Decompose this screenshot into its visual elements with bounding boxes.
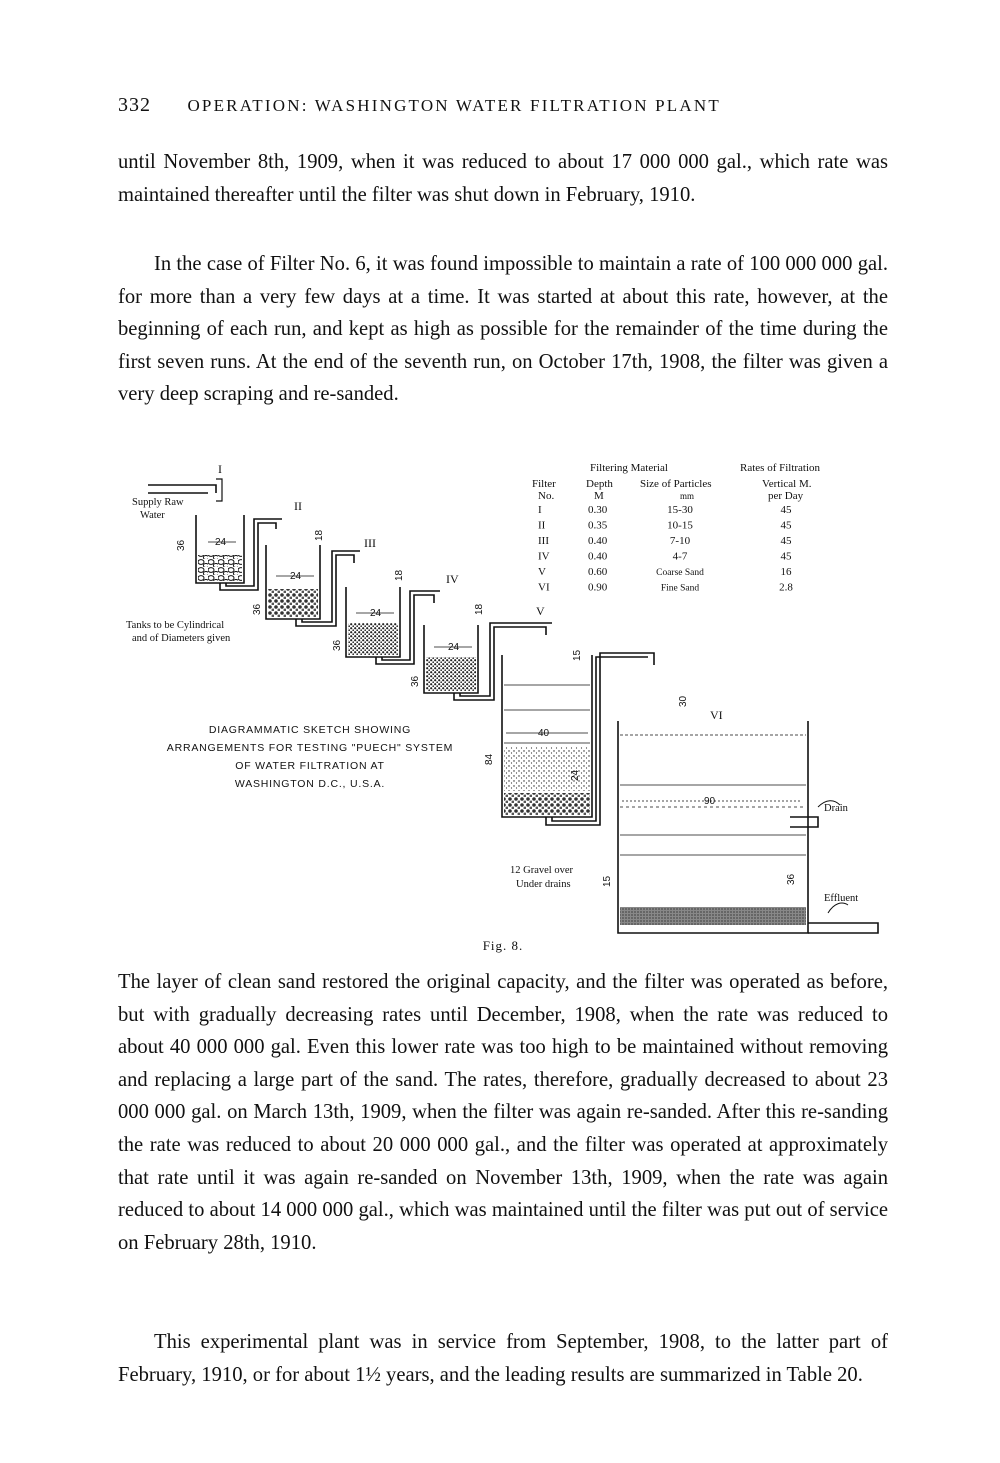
effluent-label: Effluent <box>824 893 858 904</box>
filter-diagram: I II III IV V VI 24 24 24 24 40 90 36 36… <box>126 462 879 934</box>
dim-pipe3-drop: 18 <box>474 603 485 615</box>
paragraph-1: until November 8th, 1909, when it was re… <box>118 151 888 206</box>
paragraph-3: The layer of clean sand restored the ori… <box>118 971 888 1254</box>
table-cell-size: 10-15 <box>667 520 693 532</box>
running-header: 332 OPERATION: WASHINGTON WATER FILTRATI… <box>118 94 888 117</box>
dim-tank6-diameter: 90 <box>704 796 716 807</box>
dim-pipe2-drop: 18 <box>394 569 405 581</box>
table-col-filter-2: No. <box>538 490 554 502</box>
table-col-depth-1: Depth <box>586 478 613 490</box>
running-title: OPERATION: WASHINGTON WATER FILTRATION P… <box>187 96 721 115</box>
table-cell-rate: 45 <box>781 504 793 516</box>
table-col-rate-2: per Day <box>768 490 804 502</box>
table-cell-rate: 45 <box>781 551 793 563</box>
diagram-title-line2: ARRANGEMENTS FOR TESTING "PUECH" SYSTEM <box>167 742 453 754</box>
table-col-filter-1: Filter <box>532 478 556 490</box>
tank-number-6: VI <box>710 708 723 722</box>
table-cell-size: 7-10 <box>670 535 691 547</box>
filter-diagram-figure: I II III IV V VI 24 24 24 24 40 90 36 36… <box>118 455 888 955</box>
table-cell-depth: 0.40 <box>588 551 608 563</box>
table-head-rates: Rates of Filtration <box>740 462 821 474</box>
dim-tank4-height: 36 <box>410 675 421 687</box>
dim-tank1-height: 36 <box>176 539 187 551</box>
table-cell-size: Fine Sand <box>661 584 700 594</box>
dim-tank6-water-depth: 36 <box>786 873 797 885</box>
table-cell-size: 4-7 <box>673 551 688 563</box>
table-cell-depth: 0.35 <box>588 520 608 532</box>
dim-gravel-depth: 15 <box>602 875 613 887</box>
dim-tank3-height: 36 <box>332 639 343 651</box>
tank-number-3: III <box>364 536 376 550</box>
table-cell-depth: 0.90 <box>588 582 608 594</box>
tank-number-5: V <box>536 604 545 618</box>
tank-number-4: IV <box>446 572 459 586</box>
dim-tank2-height: 36 <box>252 603 263 615</box>
table-cell-rate: 2.8 <box>779 582 793 594</box>
table-cell-no: VI <box>538 582 550 594</box>
table-cell-no: III <box>538 535 549 547</box>
table-col-rate-1: Vertical M. <box>762 478 812 490</box>
filtering-material-table: Filtering Material Rates of Filtration F… <box>532 462 821 594</box>
table-cell-depth: 0.60 <box>588 566 608 578</box>
table-cell-no: II <box>538 520 546 532</box>
tank-number-2: II <box>294 499 302 513</box>
dim-tank5-diameter: 40 <box>538 728 550 739</box>
diagram-title-line1: DIAGRAMMATIC SKETCH SHOWING <box>209 724 411 736</box>
drain-label: Drain <box>824 803 849 814</box>
table-col-size-2: mm <box>680 491 694 501</box>
dim-tank5-sand-depth: 24 <box>570 769 581 781</box>
table-col-size-1: Size of Particles <box>640 478 711 490</box>
dim-tank3-diameter: 24 <box>370 608 382 619</box>
supply-label-line1: Supply Raw <box>132 497 184 508</box>
dim-tank2-diameter: 24 <box>290 571 302 582</box>
dim-pipe1-drop: 18 <box>314 529 325 541</box>
dim-pipe4-drop: 15 <box>572 649 583 661</box>
paragraph-2: In the case of Filter No. 6, it was foun… <box>118 253 888 406</box>
supply-label-line2: Water <box>140 510 165 521</box>
table-cell-size: Coarse Sand <box>656 568 704 578</box>
table-head-material: Filtering Material <box>590 462 668 474</box>
table-cell-rate: 45 <box>781 520 793 532</box>
table-cell-depth: 0.30 <box>588 504 608 516</box>
table-cell-size: 15-30 <box>667 504 693 516</box>
figure-caption: Fig. 8. <box>482 938 524 953</box>
table-cell-depth: 0.40 <box>588 535 608 547</box>
table-cell-no: IV <box>538 551 550 563</box>
table-cell-rate: 16 <box>781 566 793 578</box>
tank-number-1: I <box>218 462 222 476</box>
paragraph-4: This experimental plant was in service f… <box>118 1331 888 1386</box>
gravel-label-line2: Under drains <box>516 879 571 890</box>
table-cell-no: I <box>538 504 542 516</box>
tanks-note-line1: Tanks to be Cylindrical <box>126 620 224 631</box>
dim-pipe5-drop: 30 <box>678 695 689 707</box>
gravel-label-line1: 12 Gravel over <box>510 865 573 876</box>
table-cell-no: V <box>538 566 546 578</box>
dim-tank4-diameter: 24 <box>448 642 460 653</box>
table-col-depth-2: M <box>594 490 604 502</box>
diagram-title-line4: WASHINGTON D.C., U.S.A. <box>235 778 385 790</box>
page-number: 332 <box>118 94 151 116</box>
diagram-title-line3: OF WATER FILTRATION AT <box>235 760 384 772</box>
table-cell-rate: 45 <box>781 535 793 547</box>
tanks-note-line2: and of Diameters given <box>132 633 231 644</box>
dim-tank5-height: 84 <box>484 753 495 765</box>
dim-tank1-diameter: 24 <box>215 537 227 548</box>
